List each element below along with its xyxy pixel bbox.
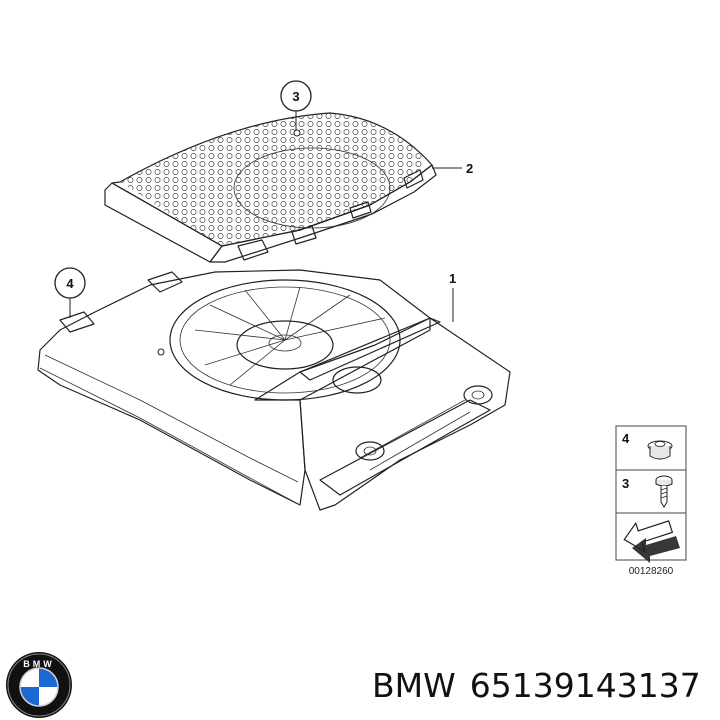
callout-2: 2 <box>432 161 473 176</box>
callout-1-number: 1 <box>449 271 456 286</box>
legend-number-4: 4 <box>622 431 630 446</box>
callout-4: 4 <box>54 267 86 318</box>
legend-number-3: 3 <box>622 476 629 491</box>
callout-2-number: 2 <box>466 161 473 176</box>
logo-lettering: BMW <box>23 659 55 669</box>
nut-icon <box>647 440 673 460</box>
screw-icon <box>655 475 673 508</box>
bmw-logo: BMW <box>6 652 72 718</box>
callout-3: 3 <box>280 80 312 130</box>
speaker-cover-grille <box>104 112 437 263</box>
part-caption: BMW 65139143137 <box>372 664 712 708</box>
callout-4-number: 4 <box>66 276 74 291</box>
arrow-icon <box>623 520 680 563</box>
subwoofer-housing <box>37 269 511 511</box>
diagram-id: 00128260 <box>629 566 674 577</box>
callout-1: 1 <box>449 271 456 322</box>
parts-legend: 4 3 00128260 <box>615 425 687 577</box>
brand-name: BMW <box>372 666 456 705</box>
callout-3-number: 3 <box>292 89 299 104</box>
part-number: 65139143137 <box>469 666 701 705</box>
